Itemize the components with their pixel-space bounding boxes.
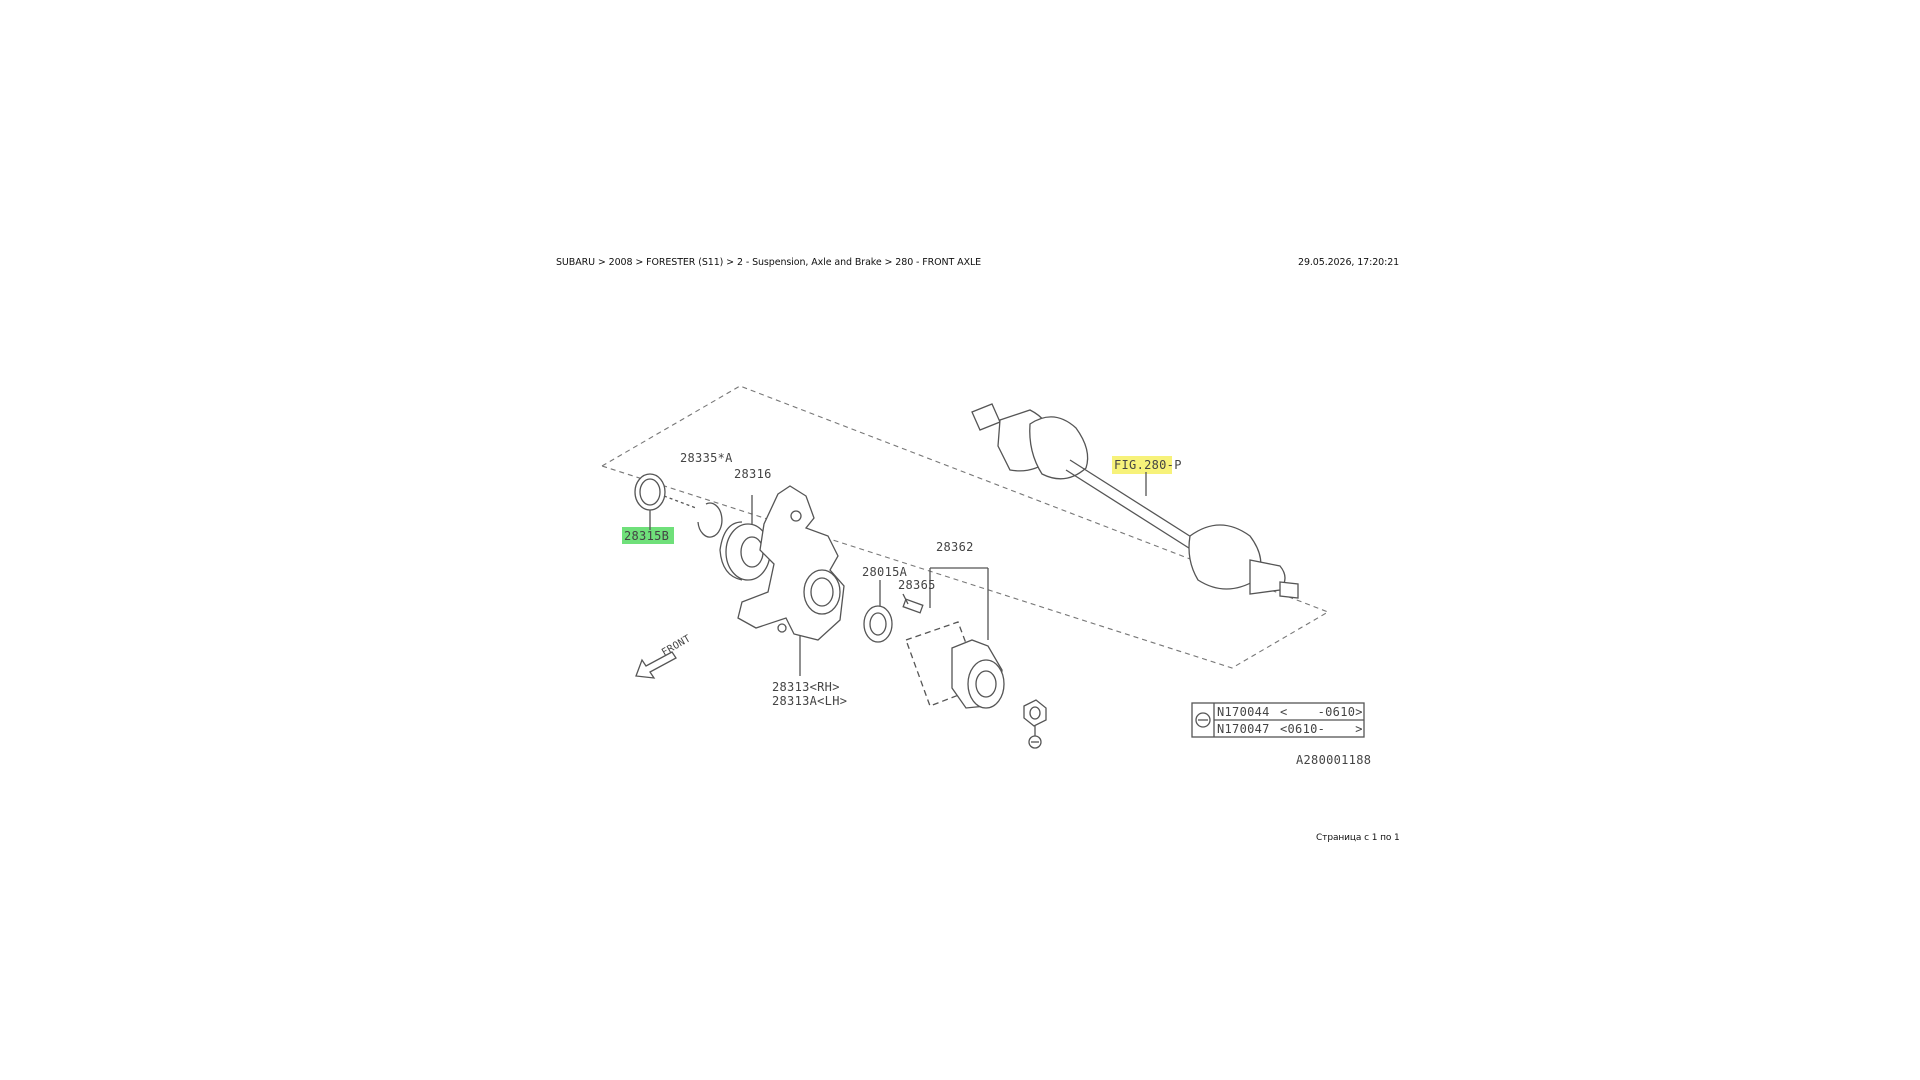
label-front: FRONT (660, 633, 693, 658)
snap-ring[interactable] (663, 495, 723, 538)
label-hub-assy: 28362 (936, 540, 974, 554)
label-bearing: 28316 (734, 467, 772, 481)
breadcrumb: SUBARU > 2008 > FORESTER (S11) > 2 - Sus… (556, 257, 982, 268)
spacer-ring[interactable] (863, 580, 893, 643)
wheel-hub[interactable] (905, 621, 1005, 709)
fig-ref-highlight (1112, 456, 1172, 474)
hub-bolt[interactable] (902, 593, 924, 614)
label-seal-b: 28315B (624, 529, 669, 543)
print-timestamp: 29.05.2026, 17:20:21 (1298, 257, 1400, 268)
hub-assembly-bracket (929, 567, 989, 640)
drawing-number: A280001188 (1296, 753, 1371, 767)
seal-b-highlight (622, 527, 674, 544)
front-direction-arrow (635, 651, 677, 679)
steering-knuckle-housing[interactable] (737, 485, 845, 676)
label-housing-rh: 28313<RH> (772, 680, 840, 694)
front-drive-shaft[interactable] (971, 403, 1299, 599)
label-fig-ref[interactable]: FIG.280-P (1114, 458, 1182, 472)
wheel-bearing[interactable] (719, 495, 771, 581)
note-part-1: N170044 (1217, 705, 1270, 719)
note-part-2: N170047 (1217, 722, 1270, 736)
label-housing-lh: 28313A<LH> (772, 694, 847, 708)
label-seal-a: 28335*A (680, 451, 733, 465)
hub-nut[interactable] (1023, 699, 1047, 749)
oil-seal-b[interactable] (634, 473, 666, 530)
label-bolt: 28365 (898, 578, 936, 592)
note-range-2: <0610- > (1280, 722, 1363, 736)
label-spacer: 28015A (862, 565, 908, 579)
note-range-1: < -0610> (1280, 705, 1363, 719)
note-table (1191, 702, 1365, 738)
page-counter: Страница с 1 по 1 (1316, 833, 1400, 843)
